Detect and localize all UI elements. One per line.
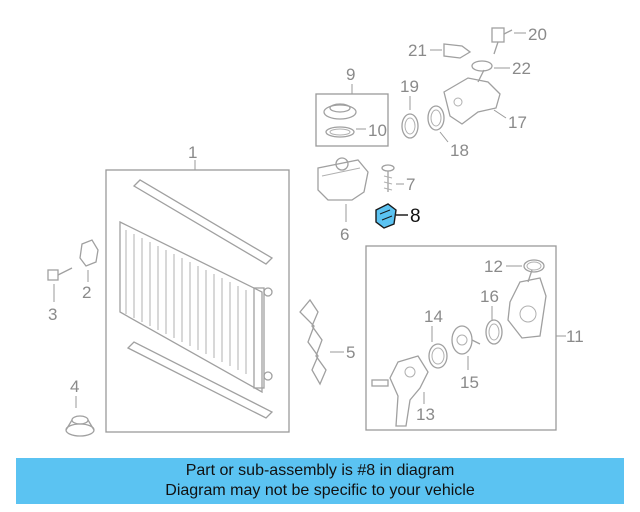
part-20-sensor (491, 27, 513, 55)
part-6-expansion-tank (317, 157, 369, 201)
callout-3: 3 (48, 305, 57, 324)
callout-13: 13 (416, 405, 435, 424)
callout-4: 4 (70, 377, 79, 396)
part-16-ring (485, 319, 503, 345)
part-15-thermostat (451, 325, 481, 355)
part-10-seal (325, 126, 355, 138)
part-18-ring (427, 105, 445, 131)
part-9-cap (323, 103, 357, 120)
part-7-screw (381, 164, 395, 192)
part-12-o-ring (523, 259, 545, 273)
part-2-bracket (79, 239, 99, 267)
radiator-bottom-strip (126, 341, 274, 419)
part-8-highlighted (375, 203, 397, 229)
callout-12: 12 (484, 257, 503, 276)
callout-8: 8 (410, 206, 421, 227)
callout-14: 14 (424, 307, 443, 326)
part-4-mount (65, 415, 95, 437)
callout-10: 10 (368, 121, 387, 140)
callout-9: 9 (346, 65, 355, 84)
part-13-outlet (371, 355, 429, 427)
callout-1: 1 (188, 143, 197, 162)
info-banner: Part or sub-assembly is #8 in diagram Di… (16, 458, 624, 504)
radiator-core (119, 220, 273, 394)
callout-6: 6 (340, 225, 349, 244)
banner-line-1: Part or sub-assembly is #8 in diagram (185, 462, 455, 479)
part-21-clip (443, 43, 472, 59)
callout-22: 22 (512, 59, 531, 78)
part-19-ring (401, 113, 419, 139)
callout-11: 11 (566, 327, 584, 346)
part-17-housing (443, 69, 501, 125)
callout-16: 16 (480, 287, 499, 306)
callout-19: 19 (400, 77, 419, 96)
parts-diagram: 1 2 3 4 (47, 25, 584, 437)
thermostat-box (365, 245, 557, 431)
callout-20: 20 (528, 25, 547, 44)
callout-5: 5 (346, 343, 355, 362)
callout-2: 2 (82, 283, 91, 302)
part-5-bracket (299, 298, 327, 386)
part-11-housing (507, 269, 547, 339)
callout-7: 7 (406, 175, 415, 194)
callout-21: 21 (408, 41, 427, 60)
part-22-o-ring (471, 60, 493, 72)
callout-18: 18 (450, 141, 469, 160)
callout-15: 15 (460, 373, 479, 392)
radiator-top-strip (132, 179, 274, 265)
radiator-box (105, 169, 290, 433)
callout-17: 17 (508, 113, 527, 132)
banner-line-2: Diagram may not be specific to your vehi… (165, 482, 475, 499)
part-14-gasket (428, 343, 448, 369)
part-3-bolt (47, 267, 73, 281)
